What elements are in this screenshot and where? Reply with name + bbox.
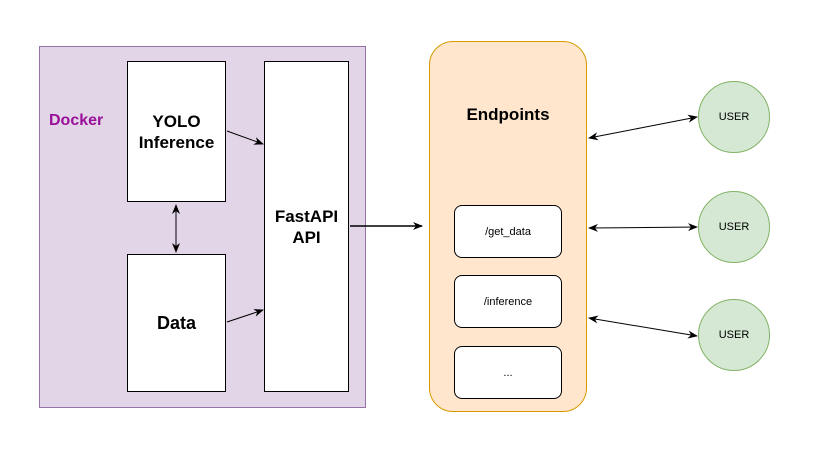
yolo-inference-node: YOLO Inference [127, 61, 226, 202]
data-node: Data [127, 254, 226, 392]
endpoints-title: Endpoints [466, 105, 550, 124]
endpoint-get-data: /get_data [454, 205, 562, 258]
edge-yolo-to-fastapi [226, 130, 264, 145]
edge-endpoints-user-2 [588, 223, 698, 232]
user-node: USER [698, 299, 770, 371]
docker-label: Docker [49, 112, 104, 129]
user-node: USER [698, 191, 770, 263]
edge-endpoints-user-1 [588, 114, 698, 141]
edge-endpoints-user-3 [588, 315, 698, 339]
endpoint-inference: /inference [454, 275, 562, 328]
fastapi-node: FastAPI API [264, 61, 349, 392]
user-node: USER [698, 81, 770, 153]
endpoint-more: ... [454, 346, 562, 399]
edge-data-to-fastapi [226, 309, 264, 323]
